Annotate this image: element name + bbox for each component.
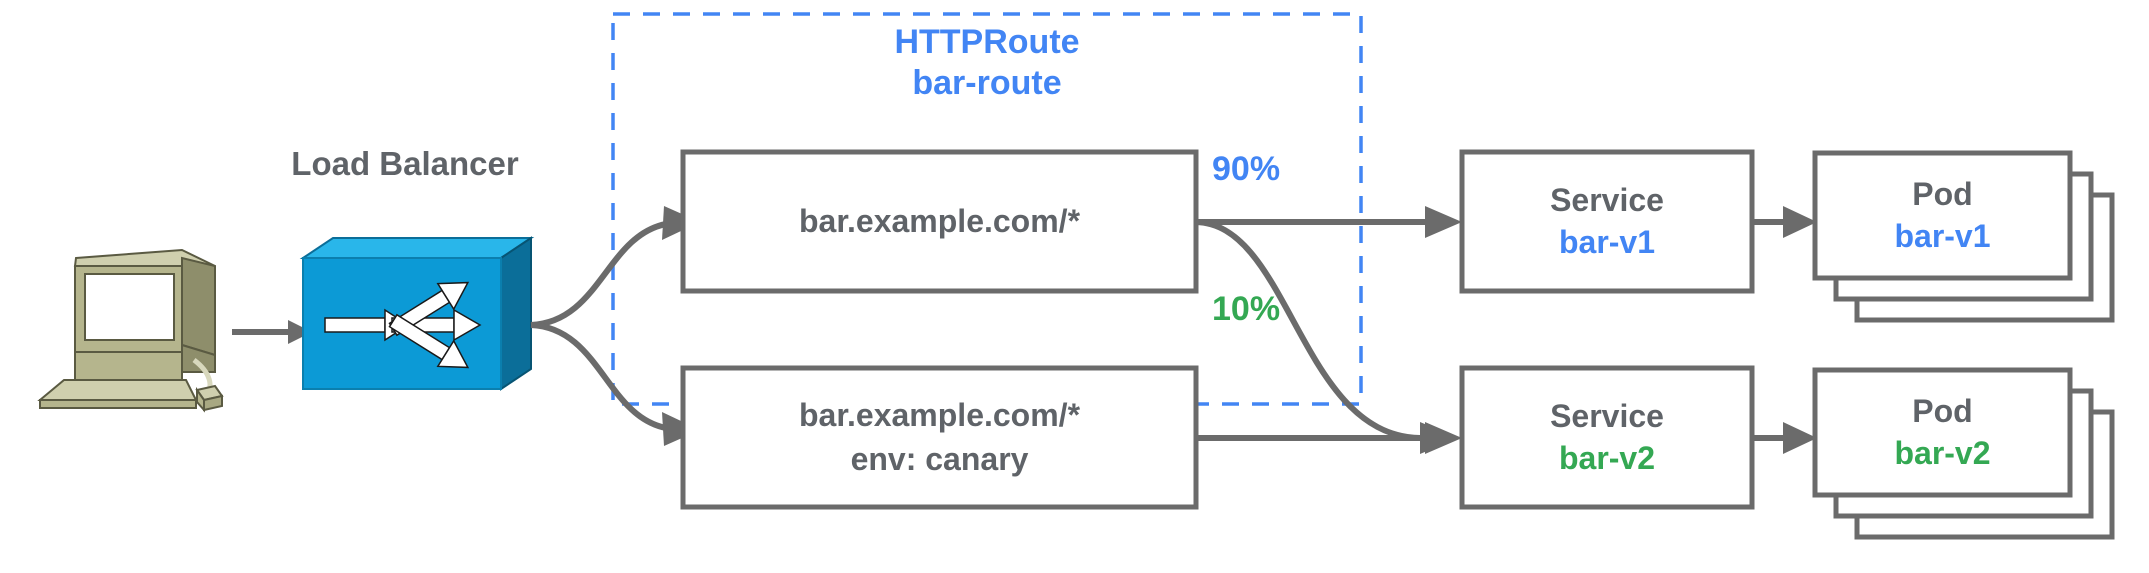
service-name-label: bar-v2 — [1558, 439, 1656, 476]
pod-stack-bar-v2 — [1812, 367, 2115, 540]
arrow-service-v2-to-pod-v2 — [1752, 422, 1817, 454]
route-rule-canary-header-match: env: canary — [850, 440, 1029, 477]
arrow-client-to-loadbalancer — [232, 320, 312, 344]
pod-box-bar-v1[interactable] — [1812, 150, 2073, 281]
arrow-lb-to-rule-canary — [530, 322, 700, 446]
route-rule-box-primary[interactable] — [680, 149, 1199, 294]
pod-name-label: bar-v1 — [1894, 217, 1991, 254]
pod-box-bar-v2[interactable] — [1812, 367, 2073, 498]
service-kind-label: Service — [1550, 397, 1664, 434]
service-bar-v1-text: Service bar-v1 — [1462, 152, 1752, 291]
pod-kind-label: Pod — [1912, 175, 1973, 212]
route-rule-canary-text: bar.example.com/* env: canary — [683, 368, 1196, 507]
service-bar-v2-text: Service bar-v2 — [1462, 368, 1752, 507]
arrow-service-v1-to-pod-v1 — [1752, 206, 1817, 238]
pod-bar-v1-text: Pod bar-v1 — [1815, 153, 2070, 278]
service-kind-label: Service — [1550, 181, 1664, 218]
pod-stack-bar-v1 — [1812, 150, 2115, 323]
service-name-label: bar-v1 — [1558, 223, 1656, 260]
weight-label-90: 90% — [1212, 150, 1281, 188]
route-rule-primary-text: bar.example.com/* — [683, 152, 1196, 291]
weight-label-10: 10% — [1212, 290, 1281, 328]
load-balancer-switch-icon — [299, 236, 535, 391]
load-balancer-label: Load Balancer — [291, 145, 519, 182]
route-rule-primary-hostname: bar.example.com/* — [798, 202, 1081, 239]
httproute-name-label: bar-route — [912, 64, 1062, 103]
arrow-lb-to-rule-primary — [530, 206, 700, 328]
httproute-kind-label: HTTPRoute — [894, 23, 1080, 61]
route-rule-canary-hostname: bar.example.com/* — [798, 396, 1081, 433]
client-computer-icon — [37, 248, 224, 413]
pod-name-label: bar-v2 — [1894, 434, 1991, 471]
arrow-rule-to-service-v2-canary-weight — [1195, 219, 1458, 454]
pod-bar-v2-text: Pod bar-v2 — [1815, 370, 2070, 495]
httproute-group-title: HTTPRoute bar-route — [613, 22, 1361, 105]
arrow-rule-canary-to-service-v2 — [1196, 422, 1462, 454]
service-box-bar-v1[interactable] — [1459, 149, 1755, 294]
pod-kind-label: Pod — [1912, 392, 1973, 429]
service-box-bar-v2[interactable] — [1459, 365, 1755, 510]
arrow-rule-to-service-v1 — [1196, 206, 1462, 238]
